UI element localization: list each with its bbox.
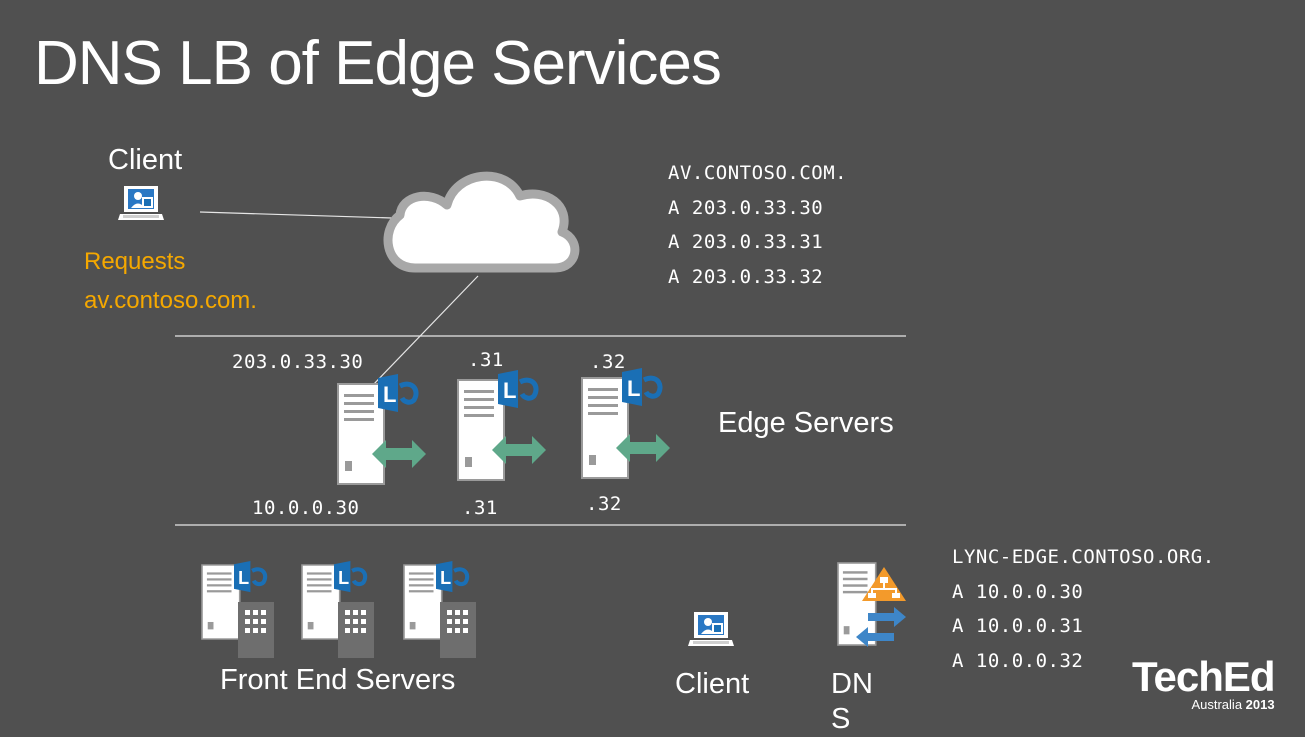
dns-server-icon [837, 562, 906, 647]
edge-3-external-ip: .32 [590, 351, 626, 373]
internet-cloud-icon [383, 171, 580, 273]
client-cloud-line [199, 211, 393, 219]
internal-dns-record: A 10.0.0.30 [952, 580, 1084, 603]
front-end-server-2-icon [301, 561, 374, 658]
edge-server-2-icon [457, 370, 546, 481]
client-laptop-icon [118, 186, 164, 220]
edge-2-external-ip: .31 [468, 349, 504, 371]
edge-server-1-icon [337, 374, 426, 485]
teched-logo-country: Australia [1191, 697, 1246, 712]
edge-1-external-ip: 203.0.33.30 [232, 351, 364, 373]
front-end-server-3-icon [403, 561, 476, 658]
teched-logo-year: 2013 [1245, 697, 1275, 712]
cloud-edge-line [371, 275, 479, 387]
teched-logo-main: TechEd [1132, 653, 1276, 700]
public-dns-record: A 203.0.33.32 [668, 265, 824, 288]
request-line-1: Requests [84, 248, 186, 275]
teched-logo-sub: Australia 2013 [1132, 697, 1275, 712]
dns-label: DNS [831, 668, 873, 735]
internal-client-label: Client [675, 668, 750, 700]
slide-title: DNS LB of Edge Services [34, 29, 722, 98]
internal-dns-name: LYNC-EDGE.CONTOSO.ORG. [952, 546, 1215, 568]
public-dns-records: AV.CONTOSO.COM. A 203.0.33.30 A 203.0.33… [668, 162, 847, 300]
front-end-server-1-icon [201, 561, 274, 658]
front-end-servers-label: Front End Servers [220, 664, 456, 696]
request-line-2: av.contoso.com. [84, 287, 257, 314]
client-label: Client [108, 144, 183, 176]
teched-logo: TechEd Australia 2013 [1132, 653, 1276, 712]
public-dns-record: A 203.0.33.31 [668, 231, 824, 253]
public-dns-name: AV.CONTOSO.COM. [668, 162, 848, 184]
edge-server-3-icon [581, 368, 670, 479]
internal-dns-record: A 10.0.0.31 [952, 615, 1084, 637]
edge-servers-label: Edge Servers [718, 407, 894, 439]
edge-3-internal-ip: .32 [586, 493, 622, 515]
internal-client-laptop-icon [688, 612, 734, 646]
internal-dns-record: A 10.0.0.32 [952, 649, 1084, 672]
edge-2-internal-ip: .31 [462, 497, 498, 519]
edge-1-internal-ip: 10.0.0.30 [252, 497, 360, 519]
public-dns-record: A 203.0.33.30 [668, 196, 824, 219]
internal-dns-records: LYNC-EDGE.CONTOSO.ORG. A 10.0.0.30 A 10.… [952, 546, 1215, 684]
